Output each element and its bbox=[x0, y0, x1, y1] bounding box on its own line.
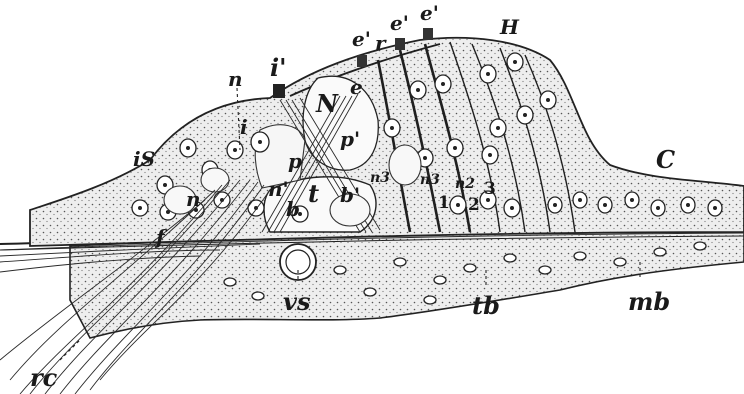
label-t: t bbox=[308, 179, 319, 208]
label-p: p bbox=[288, 149, 302, 173]
label-e-prime-2: e' bbox=[390, 11, 409, 35]
label-N: N bbox=[315, 89, 339, 118]
label-p-prime: p' bbox=[340, 127, 360, 151]
label-C: C bbox=[656, 145, 675, 174]
label-n2: n2 bbox=[455, 176, 475, 192]
label-num-2: 2 bbox=[468, 195, 480, 215]
label-i: i bbox=[240, 115, 248, 139]
label-n-left: n bbox=[186, 187, 201, 211]
label-iS: iS bbox=[133, 147, 155, 171]
label-e-prime-3: e' bbox=[420, 1, 439, 25]
label-e: e bbox=[350, 75, 363, 99]
vessel bbox=[280, 244, 316, 280]
label-b-prime: b' bbox=[340, 183, 360, 207]
label-H: H bbox=[499, 15, 520, 39]
label-n3-a: n3 bbox=[370, 170, 390, 186]
label-rc: rc bbox=[30, 363, 58, 392]
label-n-top: n bbox=[228, 67, 243, 91]
label-tb: tb bbox=[472, 291, 500, 320]
label-b: b bbox=[286, 197, 300, 221]
label-n3-b: n3 bbox=[420, 172, 440, 188]
label-i-prime: i' bbox=[270, 53, 286, 82]
label-vs: vs bbox=[283, 287, 311, 316]
label-mb: mb bbox=[628, 287, 670, 316]
label-e-prime-1: e' bbox=[352, 27, 371, 51]
label-r: r bbox=[375, 31, 387, 55]
label-num-3: 3 bbox=[484, 179, 496, 199]
label-num-1: 1 bbox=[438, 193, 450, 213]
